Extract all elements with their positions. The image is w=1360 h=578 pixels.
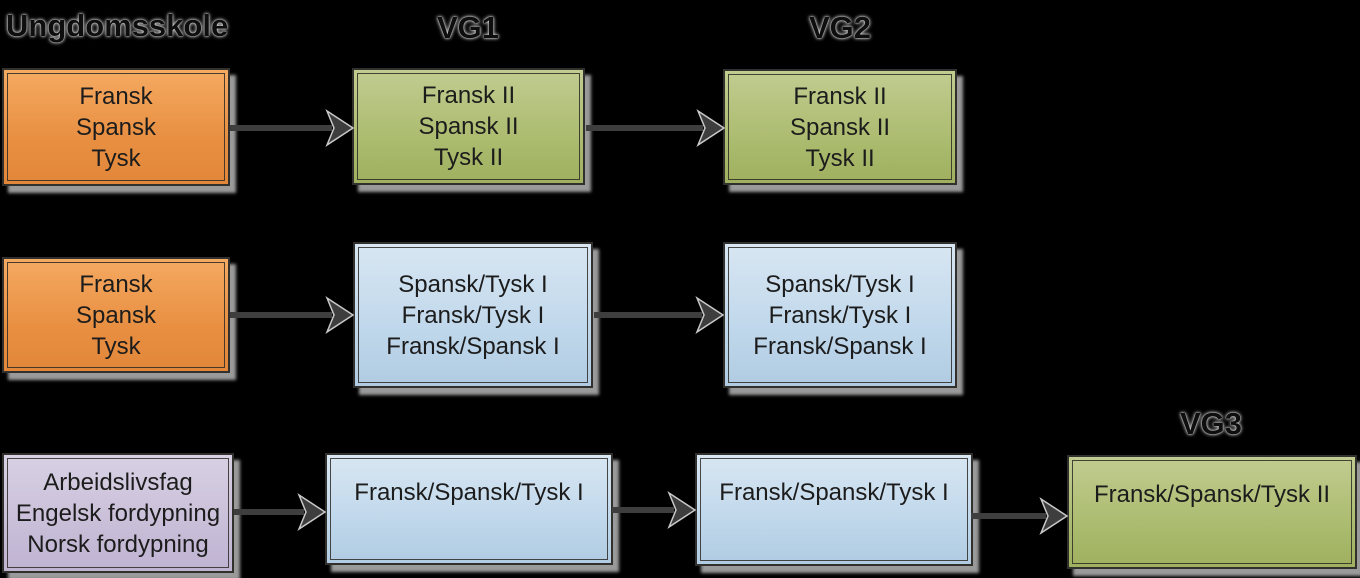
course-label: Fransk/Spansk/Tysk I <box>719 479 949 506</box>
box-inner-border: Fransk II Spansk II Tysk II <box>357 73 580 180</box>
box-row2-vg1: Spansk/Tysk I Fransk/Tysk I Fransk/Spans… <box>353 242 593 388</box>
course-label: Arbeidslivsfag <box>43 468 193 496</box>
header-vg1: VG1 <box>436 10 500 45</box>
box-inner-border: Fransk/Spansk/Tysk I <box>330 458 608 560</box>
course-label: Engelsk fordypning <box>15 499 221 527</box>
box-inner-border: Spansk/Tysk I Fransk/Tysk I Fransk/Spans… <box>358 247 588 383</box>
course-label: Fransk II <box>421 82 516 109</box>
header-vg3: VG3 <box>1179 406 1243 441</box>
course-label: Fransk/Spansk I <box>753 332 927 360</box>
header-ungdomsskole: Ungdomsskole <box>6 8 229 43</box>
box-row2-vg2: Spansk/Tysk I Fransk/Tysk I Fransk/Spans… <box>723 242 957 388</box>
box-inner-border: Fransk/Spansk/Tysk I <box>700 458 968 561</box>
arrow-row3-ungdomsskole-to-vg1 <box>234 493 327 531</box>
course-label: Tysk II <box>433 144 504 171</box>
arrow-row2-vg1-to-vg2 <box>594 296 725 334</box>
course-label: Fransk/Tysk I <box>401 301 545 329</box>
course-label: Spansk II <box>418 113 519 140</box>
box-inner-border: Fransk Spansk Tysk <box>7 262 225 368</box>
course-label: Fransk/Spansk/Tysk II <box>1093 481 1331 508</box>
course-label: Fransk <box>79 270 153 298</box>
box-inner-border: Fransk/Spansk/Tysk II <box>1072 460 1352 564</box>
box-row1-vg2: Fransk II Spansk II Tysk II <box>723 69 957 185</box>
course-label: Norsk fordypning <box>27 530 209 558</box>
arrow-row1-ungdomsskole-to-vg1 <box>230 109 355 147</box>
box-row3-vg3: Fransk/Spansk/Tysk II <box>1067 455 1357 569</box>
box-row3-vg2: Fransk/Spansk/Tysk I <box>695 453 973 566</box>
box-row2-ungdomsskole: Fransk Spansk Tysk <box>2 257 230 373</box>
course-label: Fransk/Spansk/Tysk I <box>354 479 584 506</box>
arrow-row1-vg1-to-vg2 <box>586 109 726 147</box>
box-row3-vg1: Fransk/Spansk/Tysk I <box>325 453 613 565</box>
course-label: Fransk/Spansk I <box>386 332 560 360</box>
course-label: Fransk II <box>793 82 887 110</box>
course-label: Fransk/Tysk I <box>768 301 912 329</box>
course-label: Spansk II <box>789 113 891 141</box>
box-row3-ungdomsskole: Arbeidslivsfag Engelsk fordypning Norsk … <box>2 453 234 573</box>
course-label: Spansk/Tysk I <box>398 270 548 298</box>
arrow-row3-vg1-to-vg2 <box>612 491 697 529</box>
box-inner-border: Arbeidslivsfag Engelsk fordypning Norsk … <box>7 458 229 568</box>
course-label: Tysk II <box>805 144 875 172</box>
course-label: Spansk <box>75 301 157 329</box>
box-row1-vg1: Fransk II Spansk II Tysk II <box>352 68 585 185</box>
arrow-row3-vg2-to-vg3 <box>971 497 1069 535</box>
box-inner-border: Spansk/Tysk I Fransk/Tysk I Fransk/Spans… <box>728 247 952 383</box>
course-label: Spansk <box>75 113 157 141</box>
course-label: Spansk/Tysk I <box>765 270 915 298</box>
box-inner-border: Fransk II Spansk II Tysk II <box>728 74 952 180</box>
header-vg2: VG2 <box>808 10 872 45</box>
box-inner-border: Fransk Spansk Tysk <box>7 73 225 181</box>
course-label: Fransk <box>79 82 153 110</box>
course-label: Tysk <box>91 332 141 360</box>
box-row1-ungdomsskole: Fransk Spansk Tysk <box>2 68 230 186</box>
course-label: Tysk <box>91 144 141 172</box>
arrow-row2-ungdomsskole-to-vg1 <box>230 296 355 334</box>
